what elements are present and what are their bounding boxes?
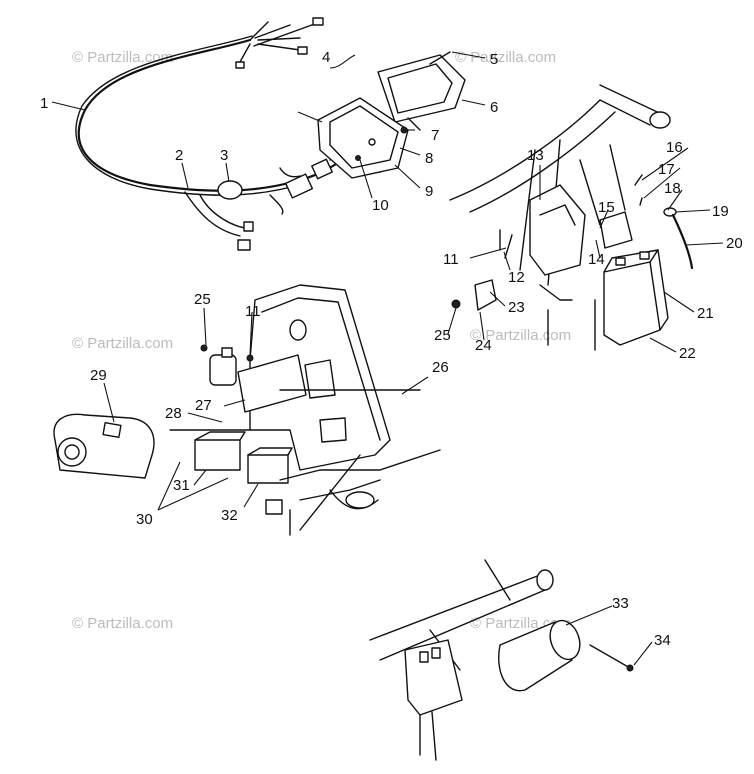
callout-33: 33 bbox=[612, 595, 629, 612]
callout-27: 27 bbox=[195, 397, 212, 414]
callout-1: 1 bbox=[40, 95, 48, 112]
watermark: © Partzilla.com bbox=[455, 49, 556, 66]
callout-20: 20 bbox=[726, 235, 743, 252]
callout-2: 2 bbox=[175, 147, 183, 164]
callout-24: 24 bbox=[475, 337, 492, 354]
callout-28: 28 bbox=[165, 405, 182, 422]
callout-11: 11 bbox=[245, 303, 261, 320]
callout-7: 7 bbox=[431, 127, 439, 144]
callout-5: 5 bbox=[490, 51, 498, 68]
watermark: © Partzilla.com bbox=[72, 49, 173, 66]
callout-18: 18 bbox=[664, 180, 681, 197]
tail-light-assembly bbox=[317, 51, 466, 179]
starter-assembly bbox=[369, 559, 634, 761]
watermark: © Partzilla.com bbox=[470, 327, 571, 344]
callout-11: 11 bbox=[443, 251, 459, 268]
callout-25: 25 bbox=[434, 327, 451, 344]
mounting-plate bbox=[169, 284, 441, 536]
cdi-box bbox=[53, 413, 155, 479]
watermark: © Partzilla.com bbox=[72, 335, 173, 352]
callout-34: 34 bbox=[654, 632, 671, 649]
callout-29: 29 bbox=[90, 367, 107, 384]
callout-14: 14 bbox=[588, 251, 605, 268]
callout-4: 4 bbox=[322, 49, 330, 66]
leader-lines bbox=[51, 51, 724, 666]
callout-labels: 1 2 3 4 5 6 7 8 9 10 11 11 12 13 14 15 1… bbox=[40, 49, 743, 649]
callout-30: 30 bbox=[136, 511, 153, 528]
callout-13: 13 bbox=[527, 147, 544, 164]
callout-10: 10 bbox=[372, 197, 389, 214]
callout-8: 8 bbox=[425, 150, 433, 167]
watermark: © Partzilla.com bbox=[72, 615, 173, 632]
frame-battery-area bbox=[449, 84, 694, 351]
callout-32: 32 bbox=[221, 507, 238, 524]
callout-9: 9 bbox=[425, 183, 433, 200]
callout-23: 23 bbox=[508, 299, 525, 316]
callout-21: 21 bbox=[697, 305, 714, 322]
callout-6: 6 bbox=[490, 99, 498, 116]
callout-17: 17 bbox=[658, 161, 675, 178]
callout-25: 25 bbox=[194, 291, 211, 308]
callout-15: 15 bbox=[598, 199, 615, 216]
callout-31: 31 bbox=[173, 477, 190, 494]
callout-3: 3 bbox=[220, 147, 228, 164]
callout-19: 19 bbox=[712, 203, 729, 220]
callout-16: 16 bbox=[666, 139, 683, 156]
callout-22: 22 bbox=[679, 345, 696, 362]
callout-12: 12 bbox=[508, 269, 525, 286]
callout-26: 26 bbox=[432, 359, 449, 376]
